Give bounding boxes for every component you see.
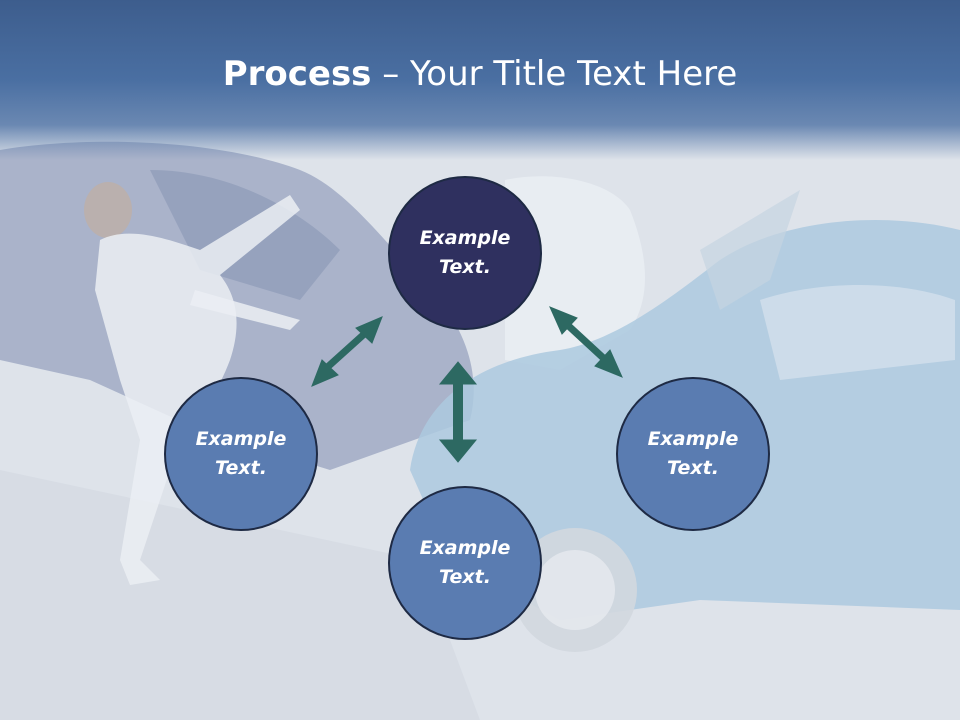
node-right-text: Example Text.	[638, 425, 748, 483]
node-left-line1: Example	[195, 428, 287, 450]
person-left-head	[84, 182, 132, 238]
node-bottom-text: Example Text.	[410, 534, 520, 592]
blue-car-door	[700, 190, 800, 310]
person-left-arm	[190, 290, 300, 330]
title-rest: – Your Title Text Here	[371, 54, 738, 94]
slide-title: Process – Your Title Text Here	[0, 52, 960, 96]
node-left-text: Example Text.	[186, 425, 296, 483]
process-node-left[interactable]: Example Text.	[164, 377, 318, 531]
node-left-line2: Text.	[215, 457, 267, 479]
blue-car-window	[760, 285, 955, 380]
node-bottom-line2: Text.	[439, 566, 491, 588]
title-band	[0, 0, 960, 160]
node-bottom-line1: Example	[419, 537, 511, 559]
process-node-top[interactable]: Example Text.	[388, 176, 542, 330]
process-node-right[interactable]: Example Text.	[616, 377, 770, 531]
title-bold: Process	[222, 54, 372, 94]
node-top-text: Example Text.	[410, 224, 520, 282]
arrow-top-left	[311, 316, 383, 387]
road-shadow	[0, 470, 480, 720]
node-top-line2: Text.	[439, 256, 491, 278]
node-right-line2: Text.	[667, 457, 719, 479]
blue-car-wheel-hub	[535, 550, 615, 630]
node-right-line1: Example	[647, 428, 739, 450]
person-center	[505, 176, 645, 370]
process-node-bottom[interactable]: Example Text.	[388, 486, 542, 640]
node-top-line1: Example	[419, 227, 511, 249]
arrow-top-right	[549, 306, 623, 378]
arrow-vertical	[438, 361, 478, 463]
